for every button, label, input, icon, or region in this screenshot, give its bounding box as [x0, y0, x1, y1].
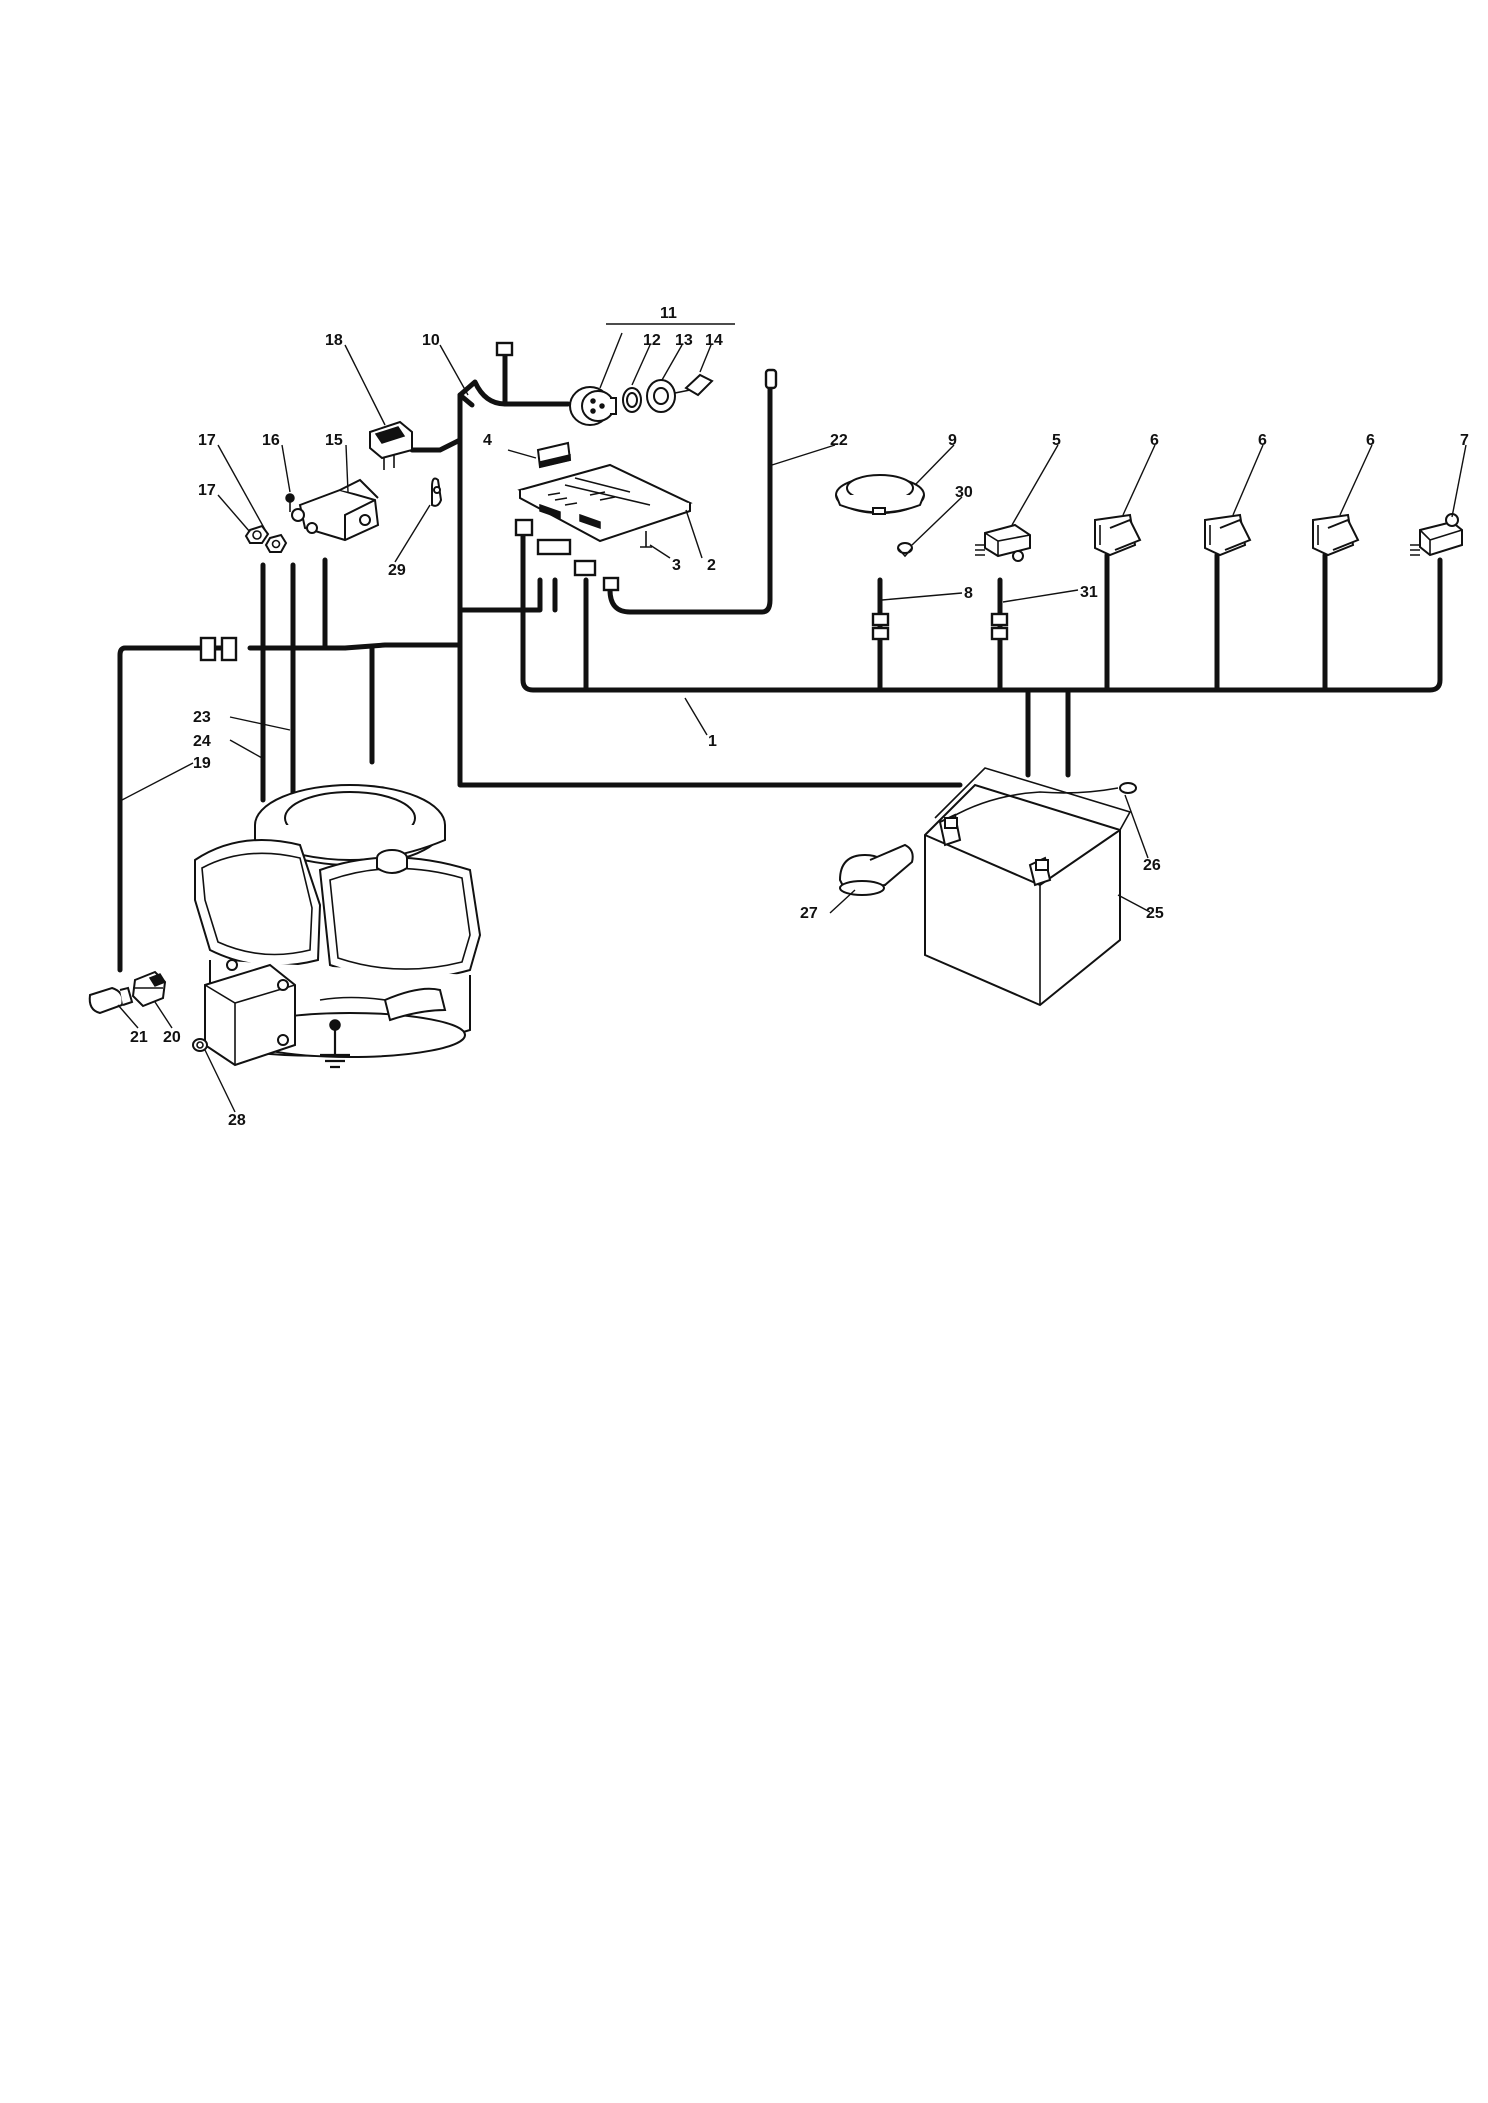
- callout-27: 27: [800, 905, 818, 922]
- wire-harness: [117, 352, 1443, 973]
- leader-lines: [117, 323, 1467, 1113]
- callout-17a: 17: [198, 432, 216, 449]
- callout-30: 30: [955, 484, 973, 501]
- callout-6c: 6: [1366, 432, 1375, 449]
- callout-18: 18: [325, 332, 343, 349]
- connector-8-a: [871, 612, 890, 627]
- connector-31-b: [990, 626, 1009, 641]
- callout-10: 10: [422, 332, 440, 349]
- safety-switch-6c: [1312, 513, 1360, 557]
- microswitch-5: [975, 523, 1031, 562]
- callout-2: 2: [707, 557, 716, 574]
- callout-8: 8: [964, 585, 973, 602]
- terminal-cover-27: [838, 843, 914, 896]
- callout-17b: 17: [198, 482, 216, 499]
- callout-28: 28: [228, 1112, 246, 1129]
- callout-22: 22: [830, 432, 848, 449]
- nuts-17: [244, 524, 288, 553]
- callout-9: 9: [948, 432, 957, 449]
- callout-29: 29: [388, 562, 406, 579]
- callout-19: 19: [193, 755, 211, 772]
- screw-16: [285, 493, 295, 512]
- callout-4: 4: [483, 432, 492, 449]
- callout-11: 11: [660, 305, 677, 322]
- callout-20: 20: [163, 1029, 181, 1046]
- bulb-socket-20: [131, 970, 167, 1008]
- connector-ecu-d: [602, 576, 620, 592]
- connector-ecu-c: [573, 559, 597, 577]
- callout-6b: 6: [1258, 432, 1267, 449]
- battery-25: [924, 767, 1132, 1007]
- screw-3: [640, 531, 652, 548]
- engine: [194, 784, 482, 1067]
- ground-symbol: [320, 1019, 350, 1069]
- connector-8-b: [871, 626, 890, 641]
- bolt-28: [192, 1038, 208, 1052]
- connector-left-b: [220, 636, 238, 662]
- callout-5: 5: [1052, 432, 1061, 449]
- screw-30: [897, 542, 913, 558]
- callout-7: 7: [1460, 432, 1469, 449]
- callout-14: 14: [705, 332, 723, 349]
- ignition-switch-assembly: [569, 373, 714, 426]
- safety-switch-6b: [1204, 513, 1252, 557]
- circuit-board: [517, 463, 693, 543]
- connector-31-a: [990, 612, 1009, 627]
- relay-module: [536, 441, 572, 469]
- callout-26: 26: [1143, 857, 1161, 874]
- buzzer-9: [835, 474, 925, 515]
- callout-1: 1: [708, 733, 717, 750]
- battery-lead-26: [949, 782, 1137, 819]
- callout-21: 21: [130, 1029, 148, 1046]
- callout-24: 24: [193, 733, 211, 750]
- callout-3: 3: [672, 557, 681, 574]
- callout-12: 12: [643, 332, 661, 349]
- rocker-switch: [369, 420, 413, 470]
- callout-31: 31: [1080, 584, 1098, 601]
- solenoid: [291, 478, 380, 542]
- microswitch-7: [1410, 513, 1463, 557]
- callout-6a: 6: [1150, 432, 1159, 449]
- bulb-21: [88, 986, 134, 1015]
- connector-left-a: [199, 636, 217, 662]
- callout-15: 15: [325, 432, 343, 449]
- callout-13: 13: [675, 332, 693, 349]
- connector-ecu-b: [536, 538, 572, 556]
- connectors: [199, 341, 1009, 662]
- callout-labels: 1 2 3 4 5 6 6 6 7 8 9 10 11 12 13 14 15 …: [130, 305, 1469, 1129]
- safety-switch-6a: [1094, 513, 1142, 557]
- callout-25: 25: [1146, 905, 1164, 922]
- callout-23: 23: [193, 709, 211, 726]
- connector-ecu-a: [514, 518, 534, 537]
- callout-16: 16: [262, 432, 280, 449]
- clip-29: [431, 477, 443, 507]
- connector-22-end: [764, 368, 778, 390]
- connector-top: [495, 341, 514, 357]
